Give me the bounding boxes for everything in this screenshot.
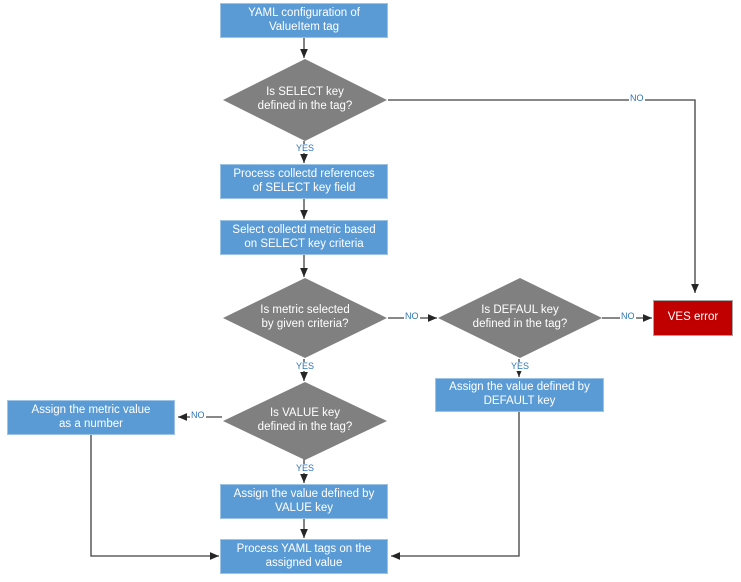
edge-label-select-no: NO: [629, 93, 645, 103]
edge-label-metric-yes: YES: [295, 361, 316, 371]
edge-label-value-yes: YES: [295, 463, 316, 473]
edge-default-to-yaml: [391, 412, 520, 560]
edge-number-to-yaml: [90, 435, 219, 560]
diamond-shape: [438, 278, 602, 358]
node-ves-error-text: VES error: [667, 311, 719, 324]
edge-label-select-yes: YES: [295, 143, 316, 153]
edge-label-default-no: NO: [620, 311, 636, 321]
edge-label-metric-no: NO: [404, 311, 420, 321]
edge-select-no: [388, 99, 699, 293]
edge-label-value-no: NO: [190, 410, 206, 420]
diamond-shape: [223, 382, 387, 460]
node-ves-error[interactable]: VES error: [653, 300, 733, 336]
diamond-shape: [223, 59, 387, 141]
diamond-shape: [223, 278, 387, 358]
edge-label-default-yes: YES: [510, 361, 531, 371]
